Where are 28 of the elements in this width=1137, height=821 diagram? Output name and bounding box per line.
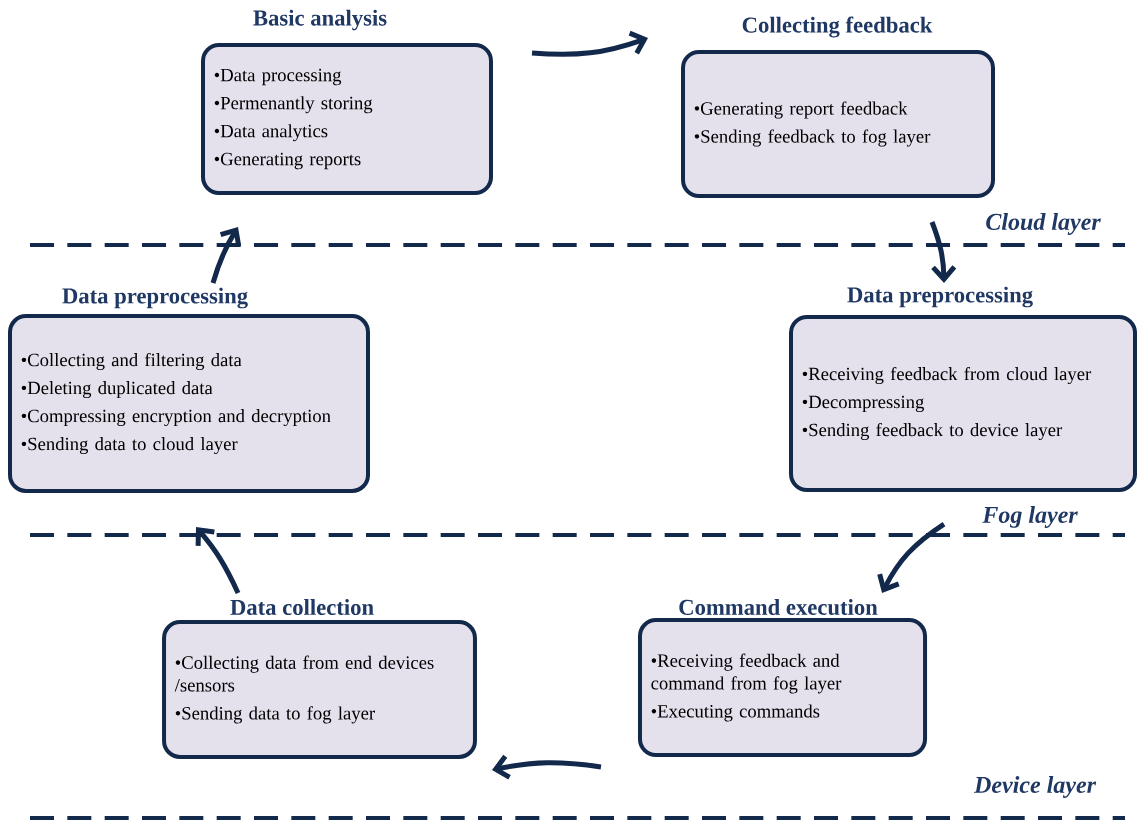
node-label: •Generating reports <box>214 152 361 170</box>
arrow <box>210 227 242 284</box>
arrow <box>929 221 957 283</box>
node-label: •Data processing <box>214 68 342 86</box>
node-label: •Collecting and filtering data <box>21 352 242 371</box>
node-label: •Compressing encryption and decryption <box>21 409 331 427</box>
box-heading: Data collection <box>230 599 374 615</box>
box-heading: Basic analysis <box>253 9 387 31</box>
box-heading: Collecting feedback <box>742 16 933 38</box>
layer-label: Cloud layer <box>986 213 1101 235</box>
process-box: •Collecting data from end devices /sensors •Sending data to fog layer <box>162 620 477 759</box>
process-box: •Receiving feedback from cloud layer •Decompressing •Sending feedback to device layer <box>789 314 1137 493</box>
arrow <box>531 30 648 57</box>
arrow <box>491 754 602 780</box>
arrow <box>195 526 241 595</box>
process-box: •Collecting and filtering data •Deleting duplicated data •Compressing encryption and decryption •Sending data to cloud layer <box>8 314 370 493</box>
node-label: •Sending data to cloud layer <box>21 437 238 455</box>
process-box: •Generating report feedback •Sending feedback to fog layer <box>681 50 995 198</box>
box-heading: Data preprocessing <box>62 287 248 309</box>
box-heading: Data preprocessing <box>847 286 1033 308</box>
arrow <box>877 521 946 594</box>
process-box: •Receiving feedback and command from fog layer •Executing commands <box>638 618 928 757</box>
layer-label: Device layer <box>973 776 1097 798</box>
node-label: •Permenantly storing <box>214 96 373 114</box>
process-box: •Data processing •Permenantly storing •Data analytics •Generating reports <box>201 43 493 195</box>
node-label: •Data analytics <box>214 124 328 142</box>
node-label: •Deleting duplicated data <box>21 381 213 399</box>
box-heading: Command execution <box>679 599 878 615</box>
